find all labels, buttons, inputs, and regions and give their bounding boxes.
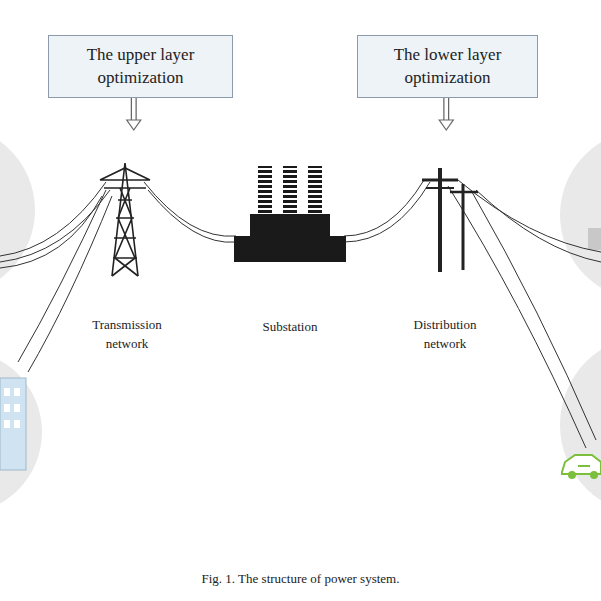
stage-circle: Transmission network [42, 130, 212, 354]
connector-arrow [439, 98, 453, 130]
stage-circle-fill [42, 130, 212, 300]
arrow-shaft-inner [132, 98, 136, 121]
side-circle [560, 335, 601, 515]
optimization-box: The upper layer optimization [48, 35, 233, 98]
side-circle [0, 125, 35, 295]
box-label: The upper layer optimization [59, 44, 222, 88]
stage-circle-outline [360, 130, 530, 300]
stage-circle-outline [42, 130, 212, 300]
arrow-shaft [443, 98, 449, 121]
substation-symbol [234, 166, 346, 262]
stage-label: Distribution network [395, 316, 495, 354]
arrow-shaft [131, 98, 137, 121]
arrow-head [127, 120, 141, 130]
house-icon [588, 228, 601, 250]
stage-label: Substation [240, 318, 340, 337]
distribution-poles [422, 168, 478, 272]
connector-arrow [127, 98, 141, 130]
power-lines [0, 180, 601, 448]
figure-caption: Fig. 1. The structure of power system. [0, 571, 601, 587]
stage-circle: Distribution network [360, 130, 530, 354]
stage-circle-fill [212, 137, 368, 293]
stage-circle-outline [212, 137, 368, 293]
stage-label: Transmission network [77, 316, 177, 354]
arrow-shaft-inner [445, 98, 449, 121]
stage-circle: Substation [212, 137, 368, 337]
building-icon [0, 378, 26, 470]
optimization-box: The lower layer optimization [357, 35, 538, 98]
stage-circle-fill [360, 130, 530, 300]
car-icon [562, 455, 601, 479]
side-circle [0, 350, 42, 514]
box-label: The lower layer optimization [368, 44, 527, 88]
transmission-tower [100, 163, 150, 276]
arrow-head [439, 120, 453, 130]
side-circle [560, 130, 601, 300]
